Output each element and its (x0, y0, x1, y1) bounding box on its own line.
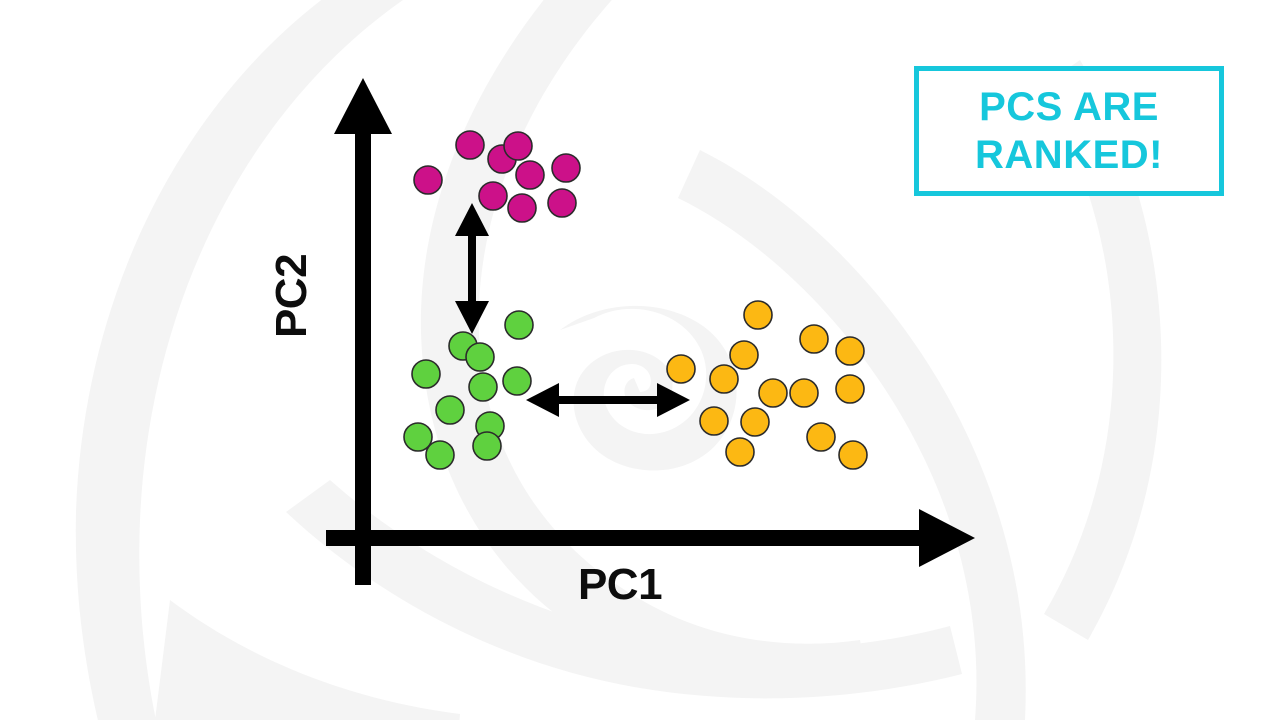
data-point (806, 422, 836, 452)
data-point (468, 372, 498, 402)
callout-line-2: RANKED! (975, 133, 1163, 177)
data-point (838, 440, 868, 470)
x-axis (326, 509, 975, 567)
data-point (547, 188, 577, 218)
data-point (515, 160, 545, 190)
cluster-magenta (413, 130, 581, 223)
y-axis-label: PC2 (267, 253, 316, 339)
data-point (504, 310, 534, 340)
data-point (789, 378, 819, 408)
data-point (507, 193, 537, 223)
data-point (478, 181, 508, 211)
data-point (725, 437, 755, 467)
data-point (403, 422, 433, 452)
data-point (551, 153, 581, 183)
x-axis-label: PC1 (577, 560, 663, 609)
data-point (758, 378, 788, 408)
axes-group (326, 78, 975, 585)
data-point (472, 431, 502, 461)
data-point (435, 395, 465, 425)
cluster-orange (666, 300, 868, 470)
data-point (743, 300, 773, 330)
data-point (413, 165, 443, 195)
data-point (502, 366, 532, 396)
data-point (455, 130, 485, 160)
separation-arrows (455, 203, 690, 417)
data-point (411, 359, 441, 389)
data-point (799, 324, 829, 354)
pc2-separation-arrow (455, 203, 489, 334)
data-point (729, 340, 759, 370)
cluster-green (403, 310, 534, 470)
data-point (465, 342, 495, 372)
callout-box: PCS ARE RANKED! (914, 66, 1224, 196)
data-point (425, 440, 455, 470)
data-point (835, 374, 865, 404)
data-point (503, 131, 533, 161)
data-point (709, 364, 739, 394)
data-points-layer (403, 130, 868, 470)
pc1-separation-arrow (526, 383, 690, 417)
callout-line-1: PCS ARE (979, 85, 1159, 129)
data-point (835, 336, 865, 366)
data-point (699, 406, 729, 436)
data-point (666, 354, 696, 384)
data-point (740, 407, 770, 437)
y-axis (334, 78, 392, 585)
